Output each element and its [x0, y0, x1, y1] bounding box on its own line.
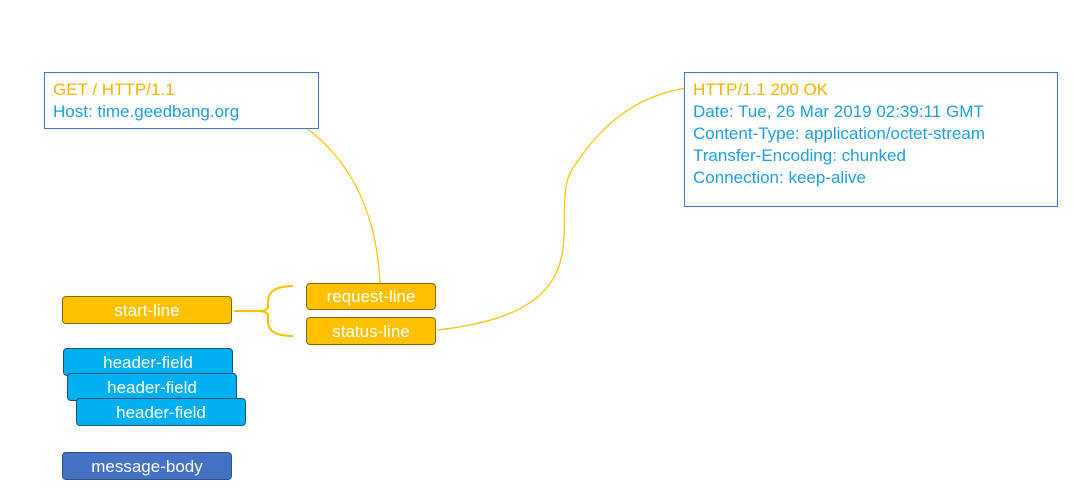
- connection-header-text: Connection: keep-alive: [693, 168, 866, 187]
- host-header-text: Host: time.geedbang.org: [53, 102, 240, 121]
- header-field-node-3: header-field: [76, 398, 246, 426]
- transfer-encoding-header-text: Transfer-Encoding: chunked: [693, 146, 906, 165]
- request-line-node: request-line: [306, 283, 436, 310]
- request-example-box: GET / HTTP/1.1 Host: time.geedbang.org: [44, 72, 319, 129]
- date-header-text: Date: Tue, 26 Mar 2019 02:39:11 GMT: [693, 102, 984, 121]
- brace-icon: [234, 285, 294, 337]
- status-line-text: HTTP/1.1 200 OK: [693, 80, 829, 99]
- header-field-node-1: header-field: [63, 348, 233, 376]
- message-body-node: message-body: [62, 452, 232, 480]
- status-line-connector: [436, 85, 690, 331]
- content-type-header-text: Content-Type: application/octet-stream: [693, 124, 985, 143]
- header-field-node-2: header-field: [67, 373, 237, 401]
- start-line-node: start-line: [62, 296, 232, 324]
- status-line-node: status-line: [306, 317, 436, 345]
- request-line-text: GET / HTTP/1.1: [53, 80, 175, 99]
- response-example-box: HTTP/1.1 200 OK Date: Tue, 26 Mar 2019 0…: [684, 72, 1058, 207]
